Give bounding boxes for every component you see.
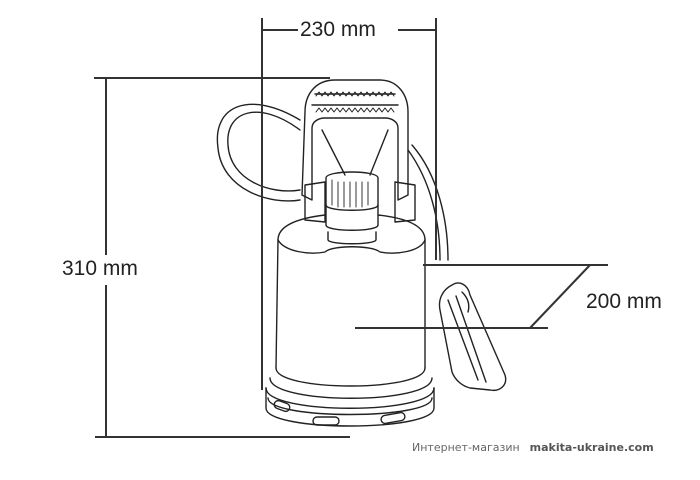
watermark-site: makita-ukraine.com <box>529 441 654 454</box>
width-dimension-label: 230 mm <box>300 18 376 42</box>
outlet-fitting <box>325 171 379 211</box>
top-plate <box>304 181 326 223</box>
cord-loop <box>227 111 301 192</box>
handle <box>301 79 409 201</box>
depth-dimension-label: 200 mm <box>586 290 662 314</box>
base-ring <box>265 387 435 427</box>
float-switch <box>438 282 507 392</box>
watermark: Интернет-магазин makita-ukraine.com <box>412 441 654 454</box>
dimension-lines <box>94 18 608 438</box>
pump-body <box>277 214 426 241</box>
height-dimension-label: 310 mm <box>62 257 138 281</box>
watermark-prefix: Интернет-магазин <box>412 441 520 454</box>
